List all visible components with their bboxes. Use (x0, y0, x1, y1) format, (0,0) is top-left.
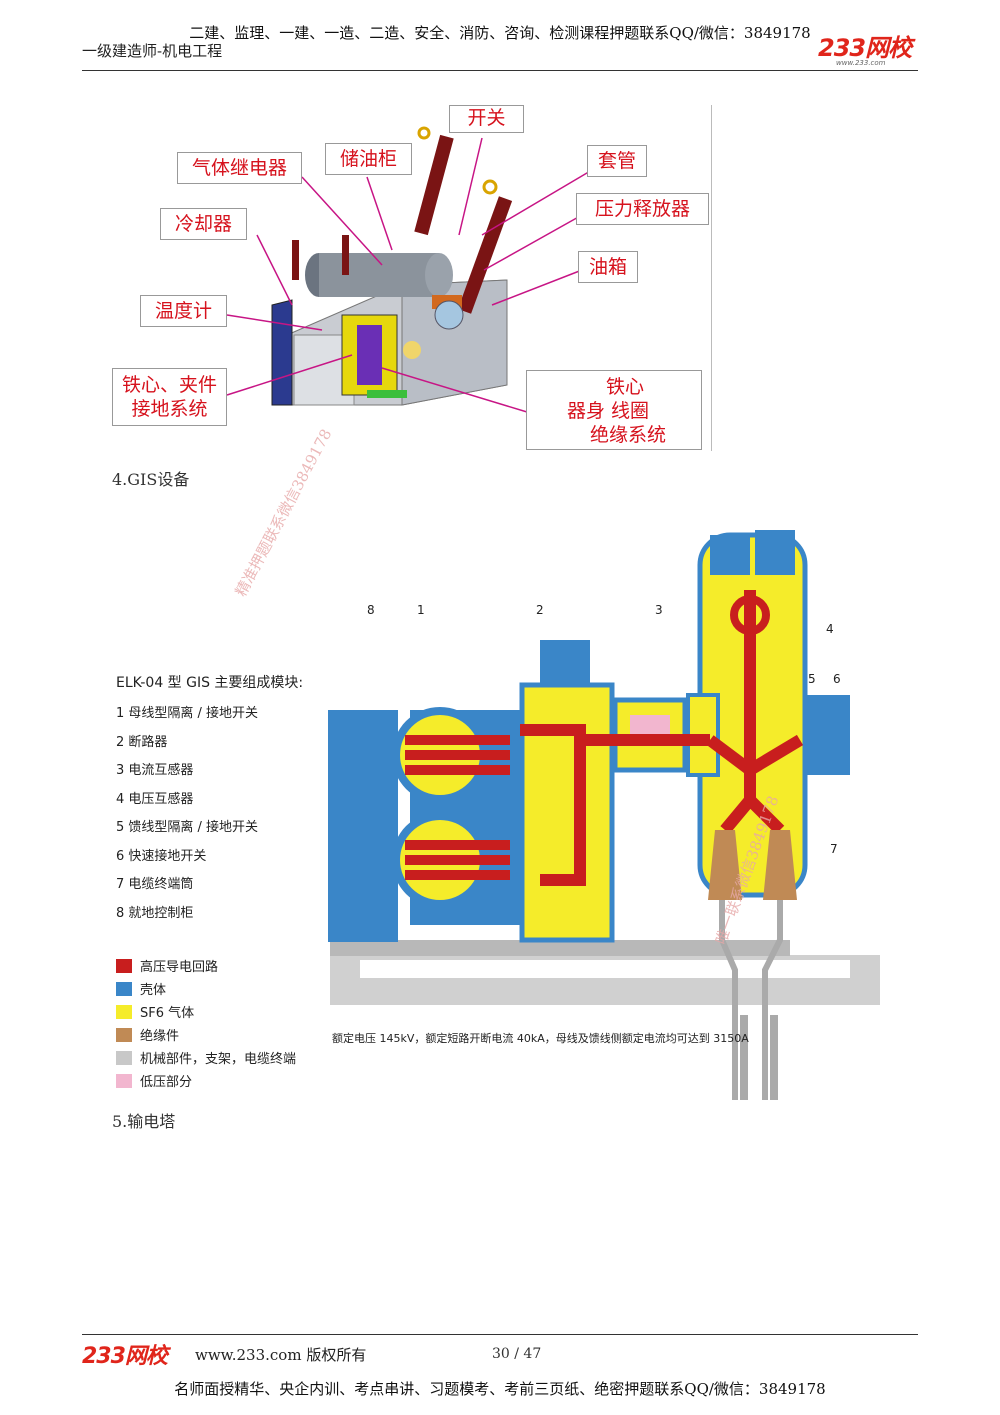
legend-swatch (116, 1073, 132, 1088)
header-logo: 233网校 www.233.com (818, 34, 912, 67)
legend-swatch (116, 1004, 132, 1019)
footer-rule (82, 1334, 918, 1335)
transformer-figure: 开关 气体继电器 储油柜 套管 冷却器 压力释放器 油箱 温度计 铁心、夹件 接… (112, 105, 712, 455)
gis-module-item: 7 电缆终端筒 (116, 877, 194, 892)
section-4-title: 4.GIS设备 (112, 470, 190, 489)
gis-callout-number: 2 (536, 603, 544, 617)
label-pressure-relief: 压力释放器 (576, 193, 709, 225)
label-thermometer: 温度计 (140, 295, 227, 327)
gis-callout-number: 5 (808, 672, 816, 686)
label-core-clamp-grounding: 铁心、夹件 接地系统 (112, 368, 227, 426)
legend-swatch (116, 958, 132, 973)
footer-banner: 名师面授精华、央企内训、考点串讲、习题模考、考前三页纸、绝密押题联系QQ/微信：… (174, 1380, 826, 1398)
gis-figure: ELK-04 型 GIS 主要组成模块: 1 母线型隔离 / 接地开关 2 断路… (110, 426, 886, 1100)
footer-copyright: www.233.com 版权所有 (195, 1346, 367, 1364)
header-subtitle: 一级建造师-机电工程 (82, 42, 223, 60)
gis-module-item: 3 电流互感器 (116, 763, 194, 778)
legend-swatch (116, 1050, 132, 1065)
page-indicator: 30 / 47 (492, 1346, 542, 1362)
gis-module-item: 6 快速接地开关 (116, 848, 207, 864)
footer-logo: 233网校 (82, 1344, 168, 1369)
label-gas-relay: 气体继电器 (177, 152, 302, 184)
label-tank: 油箱 (578, 251, 638, 283)
header-rule (82, 70, 918, 71)
legend-swatch (116, 1027, 132, 1042)
label-conservator: 储油柜 (325, 143, 412, 175)
label-bushing: 套管 (587, 145, 647, 177)
gis-module-item: 5 馈线型隔离 / 接地开关 (116, 820, 259, 835)
gis-module-item: 2 断路器 (116, 734, 168, 750)
gis-callout-number: 3 (655, 603, 663, 617)
gis-callout-number: 1 (417, 603, 425, 617)
gis-module-item: 4 电压互感器 (116, 791, 194, 807)
gis-callout-number: 8 (367, 603, 375, 617)
label-cooler: 冷却器 (160, 208, 247, 240)
gis-callout-number: 7 (830, 842, 838, 856)
gis-callout-number: 4 (826, 622, 834, 636)
label-switch: 开关 (449, 105, 524, 133)
gis-color-legend: 高压导电回路 壳体 SF6 气体 绝缘件 机械部件，支架，电缆终端 低压部分 (116, 954, 296, 1092)
gis-spec-note: 额定电压 145kV，额定短路开断电流 40kA，母线及馈线侧额定电流均可达到 … (332, 1032, 749, 1045)
header-banner: 二建、监理、一建、一造、二造、安全、消防、咨询、检测课程押题联系QQ/微信：38… (189, 24, 811, 42)
gis-illustration (328, 530, 880, 1100)
gis-legend-title: ELK-04 型 GIS 主要组成模块: (116, 675, 304, 691)
gis-module-item: 8 就地控制柜 (116, 905, 194, 921)
gis-callout-number: 6 (833, 672, 841, 686)
label-body: 铁心 器身 线圈 绝缘系统 (526, 370, 702, 450)
section-5-title: 5.输电塔 (112, 1112, 176, 1131)
gis-module-item: 1 母线型隔离 / 接地开关 (116, 706, 259, 721)
transformer-illustration (226, 126, 593, 413)
gis-module-list: 1 母线型隔离 / 接地开关 2 断路器 3 电流互感器 4 电压互感器 5 馈… (116, 700, 258, 928)
legend-swatch (116, 981, 132, 996)
